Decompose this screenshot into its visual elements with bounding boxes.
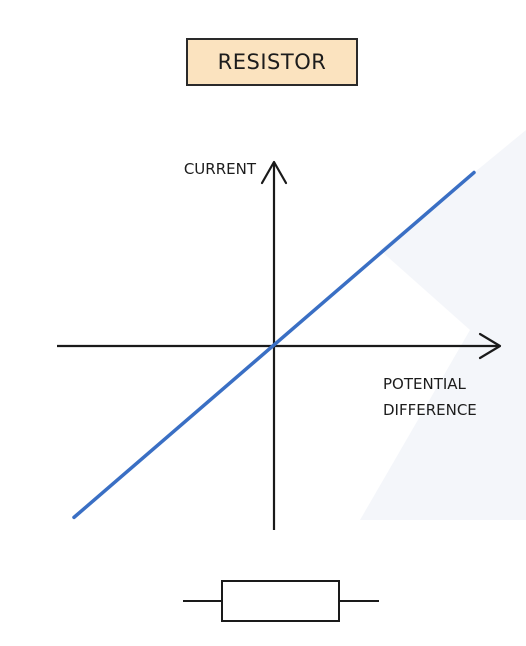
x-axis-label-line2: DIFFERENCE xyxy=(383,401,477,419)
x-axis-label-line1: POTENTIAL xyxy=(383,375,467,393)
series-line xyxy=(72,170,476,520)
chart-title: RESISTOR xyxy=(186,38,358,86)
y-axis-label: CURRENT xyxy=(184,160,257,178)
resistor-symbol xyxy=(183,580,379,622)
resistor-body xyxy=(221,580,340,622)
watermark-shape xyxy=(360,130,526,520)
x-axis-arrowhead xyxy=(478,332,502,360)
y-axis-arrowhead xyxy=(260,160,288,185)
